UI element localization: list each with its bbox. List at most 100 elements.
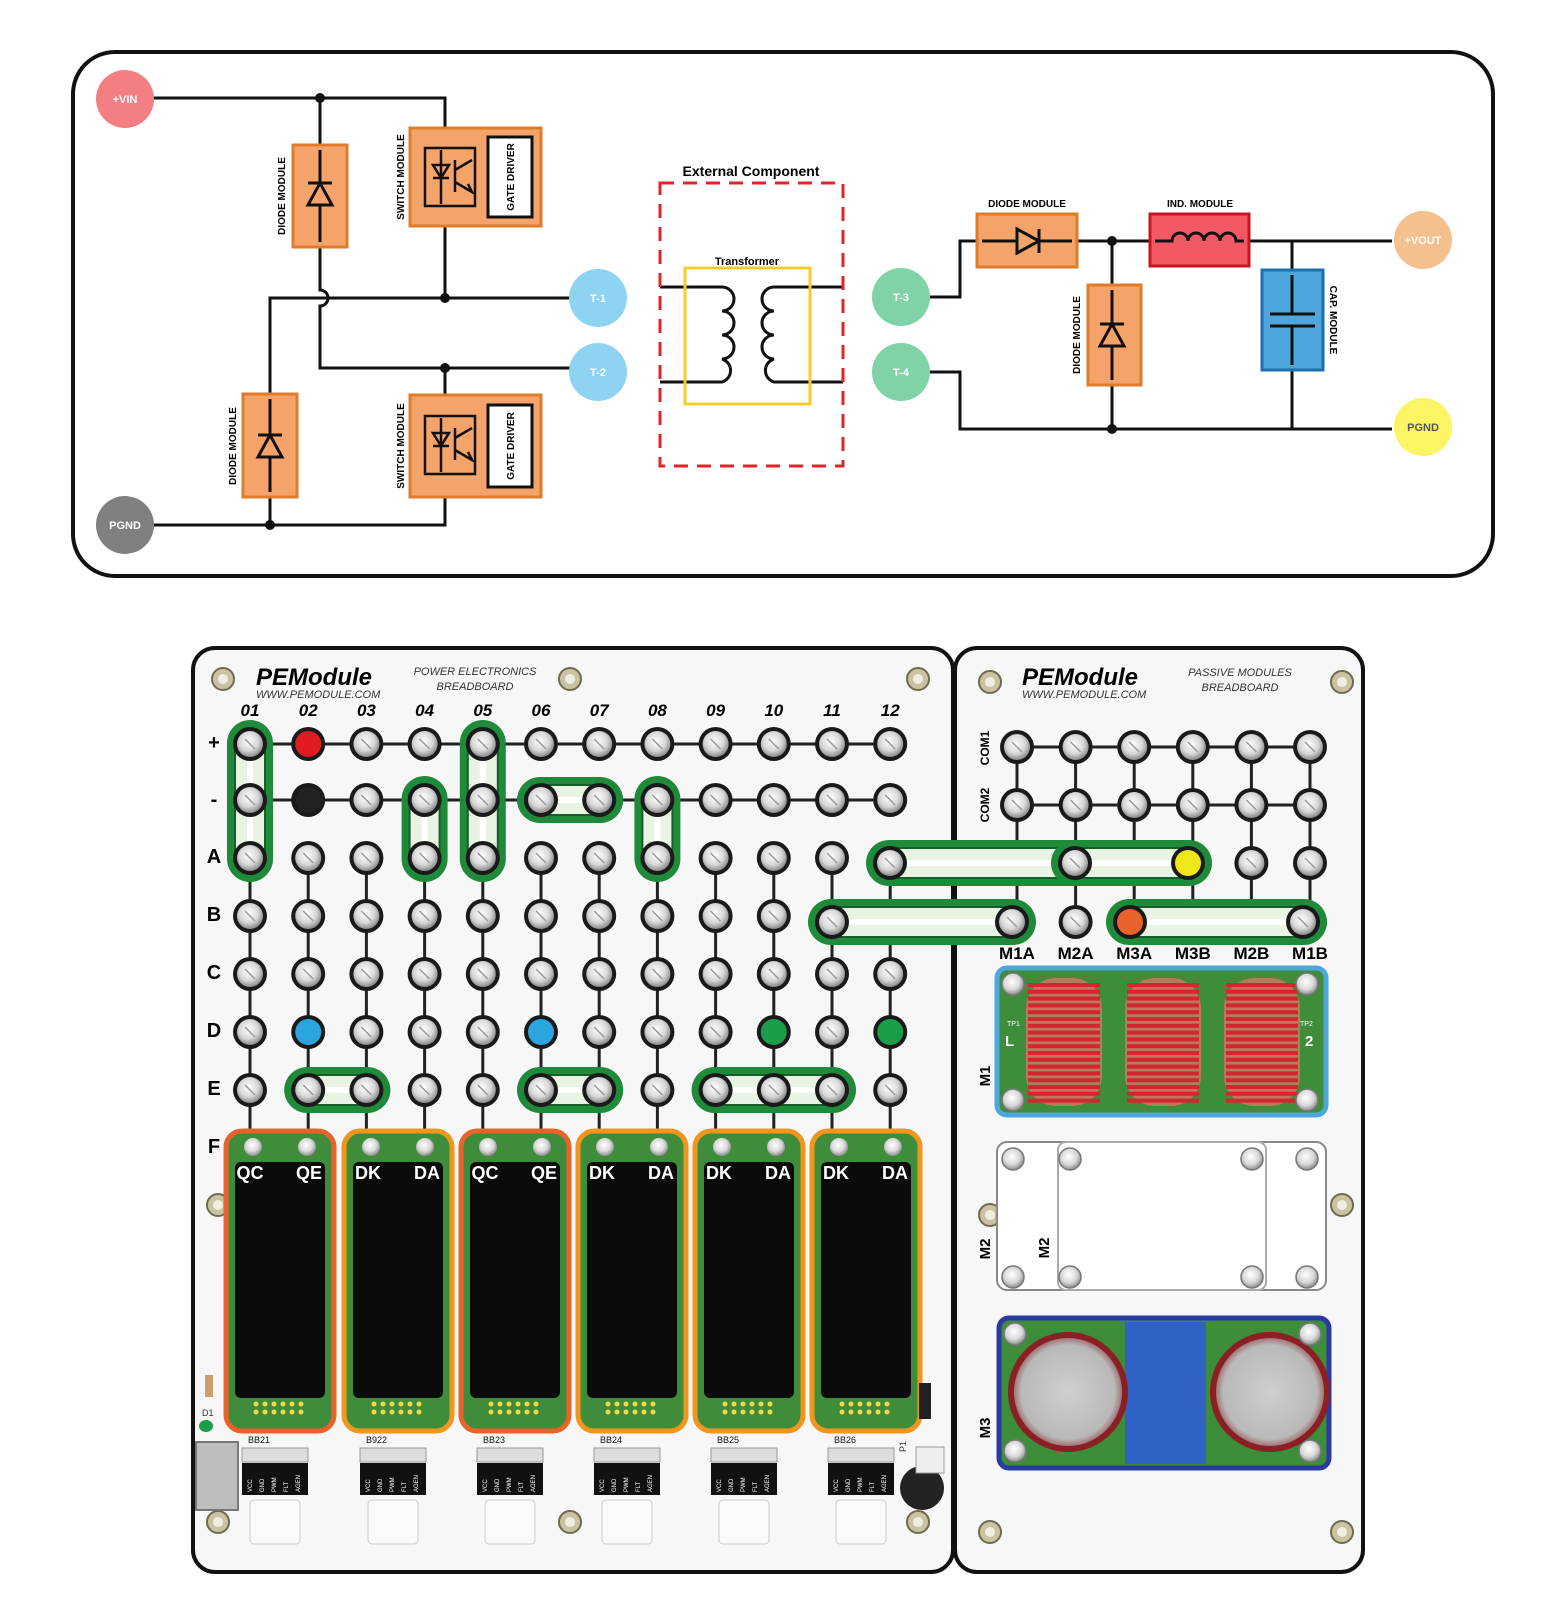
- breadboard-pin[interactable]: [640, 1015, 675, 1049]
- breadboard-pin[interactable]: [815, 783, 849, 817]
- breadboard-pin[interactable]: [407, 957, 442, 991]
- breadboard-pin[interactable]: [582, 1073, 617, 1107]
- breadboard-pin[interactable]: [1293, 730, 1327, 764]
- breadboard-pin[interactable]: [349, 727, 384, 761]
- breadboard-pin[interactable]: [756, 1073, 791, 1107]
- marked-pin[interactable]: [873, 1015, 908, 1049]
- marked-pin[interactable]: [1113, 905, 1147, 939]
- jumper-strap[interactable]: [1051, 840, 1212, 886]
- breadboard-pin[interactable]: [407, 1073, 442, 1107]
- breadboard-pin[interactable]: [582, 899, 617, 933]
- breadboard-pin[interactable]: [233, 1015, 267, 1049]
- breadboard-pin[interactable]: [698, 1015, 733, 1049]
- breadboard-pin[interactable]: [815, 841, 849, 875]
- breadboard-pin[interactable]: [815, 957, 849, 991]
- breadboard-pin[interactable]: [815, 905, 849, 939]
- breadboard-pin[interactable]: [582, 783, 617, 817]
- breadboard-pin[interactable]: [233, 1073, 267, 1107]
- breadboard-pin[interactable]: [698, 727, 733, 761]
- breadboard-pin[interactable]: [1117, 730, 1152, 764]
- breadboard-pin[interactable]: [640, 957, 675, 991]
- breadboard-pin[interactable]: [1286, 905, 1320, 939]
- breadboard-pin[interactable]: [349, 1015, 384, 1049]
- marked-pin[interactable]: [291, 783, 326, 817]
- breadboard-pin[interactable]: [640, 899, 675, 933]
- jumper-strap[interactable]: [1106, 899, 1327, 945]
- breadboard-pin[interactable]: [640, 727, 675, 761]
- breadboard-pin[interactable]: [524, 783, 558, 817]
- breadboard-pin[interactable]: [756, 783, 791, 817]
- breadboard-pin[interactable]: [1234, 788, 1269, 822]
- breadboard-pin[interactable]: [349, 957, 384, 991]
- breadboard-pin[interactable]: [524, 957, 558, 991]
- breadboard-pin[interactable]: [698, 783, 733, 817]
- breadboard-pin[interactable]: [698, 899, 733, 933]
- breadboard-pin[interactable]: [873, 727, 908, 761]
- breadboard-pin[interactable]: [407, 783, 442, 817]
- breadboard-pin[interactable]: [1293, 788, 1327, 822]
- breadboard-pin[interactable]: [815, 1073, 849, 1107]
- breadboard-pin[interactable]: [756, 727, 791, 761]
- breadboard-pin[interactable]: [524, 841, 558, 875]
- breadboard-pin[interactable]: [233, 783, 267, 817]
- breadboard-pin[interactable]: [640, 1073, 675, 1107]
- breadboard-pin[interactable]: [1058, 730, 1093, 764]
- breadboard-pin[interactable]: [873, 846, 907, 880]
- breadboard-pin[interactable]: [1234, 730, 1269, 764]
- breadboard-pin[interactable]: [1000, 730, 1034, 764]
- breadboard-pin[interactable]: [407, 727, 442, 761]
- breadboard-pin[interactable]: [1058, 846, 1092, 880]
- breadboard-pin[interactable]: [582, 957, 617, 991]
- breadboard-pin[interactable]: [407, 1015, 442, 1049]
- breadboard-pin[interactable]: [465, 727, 500, 761]
- breadboard-pin[interactable]: [465, 1073, 500, 1107]
- breadboard-pin[interactable]: [291, 1073, 326, 1107]
- breadboard-pin[interactable]: [815, 727, 849, 761]
- marked-pin[interactable]: [291, 1015, 326, 1049]
- breadboard-pin[interactable]: [640, 783, 675, 817]
- breadboard-pin[interactable]: [465, 957, 500, 991]
- breadboard-pin[interactable]: [873, 1073, 908, 1107]
- breadboard-pin[interactable]: [524, 727, 558, 761]
- breadboard-pin[interactable]: [756, 957, 791, 991]
- breadboard-pin[interactable]: [873, 783, 908, 817]
- breadboard-pin[interactable]: [1117, 788, 1152, 822]
- breadboard-pin[interactable]: [233, 899, 267, 933]
- breadboard-pin[interactable]: [1058, 788, 1093, 822]
- breadboard-pin[interactable]: [233, 957, 267, 991]
- breadboard-pin[interactable]: [698, 1073, 733, 1107]
- breadboard-pin[interactable]: [233, 841, 267, 875]
- breadboard-pin[interactable]: [756, 841, 791, 875]
- marked-pin[interactable]: [291, 727, 326, 761]
- breadboard-pin[interactable]: [1293, 846, 1327, 880]
- breadboard-pin[interactable]: [1058, 905, 1093, 939]
- breadboard-pin[interactable]: [756, 899, 791, 933]
- breadboard-pin[interactable]: [995, 905, 1029, 939]
- breadboard-pin[interactable]: [582, 1015, 617, 1049]
- breadboard-pin[interactable]: [349, 783, 384, 817]
- breadboard-pin[interactable]: [465, 1015, 500, 1049]
- breadboard-pin[interactable]: [815, 1015, 849, 1049]
- breadboard-pin[interactable]: [1175, 730, 1210, 764]
- breadboard-pin[interactable]: [407, 841, 442, 875]
- breadboard-pin[interactable]: [524, 899, 558, 933]
- breadboard-pin[interactable]: [1175, 788, 1210, 822]
- breadboard-pin[interactable]: [291, 841, 326, 875]
- jumper-strap[interactable]: [808, 899, 1036, 945]
- breadboard-pin[interactable]: [698, 957, 733, 991]
- breadboard-pin[interactable]: [233, 727, 267, 761]
- breadboard-pin[interactable]: [291, 957, 326, 991]
- breadboard-pin[interactable]: [407, 899, 442, 933]
- breadboard-pin[interactable]: [582, 727, 617, 761]
- breadboard-pin[interactable]: [465, 899, 500, 933]
- jumper-strap[interactable]: [866, 840, 1099, 886]
- marked-pin[interactable]: [756, 1015, 791, 1049]
- breadboard-pin[interactable]: [465, 841, 500, 875]
- breadboard-pin[interactable]: [873, 957, 908, 991]
- breadboard-pin[interactable]: [640, 841, 675, 875]
- breadboard-pin[interactable]: [291, 899, 326, 933]
- breadboard-pin[interactable]: [524, 1073, 558, 1107]
